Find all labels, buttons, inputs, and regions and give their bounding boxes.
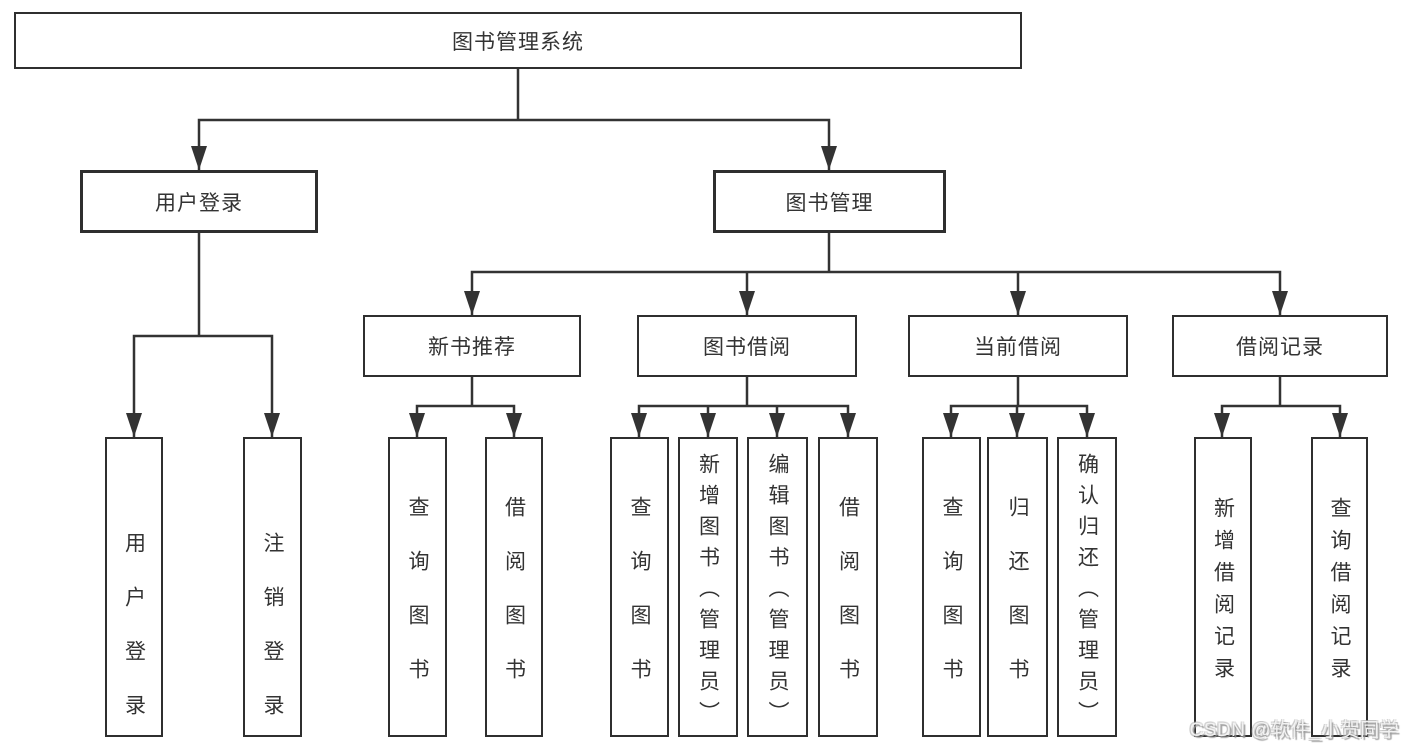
node-new-book-recommendation: 新书推荐 [363,315,581,377]
node-label: 图书管理系统 [452,30,584,54]
leaf-add-borrow-record: 新增借阅记录 [1194,437,1252,737]
node-label: 用户登录 [155,191,243,215]
leaf-add-books-admin: 新增图书（管理员） [678,437,738,737]
node-borrowing-records: 借阅记录 [1172,315,1388,377]
node-label: 借阅记录 [1236,336,1324,359]
node-current-borrowing: 当前借阅 [908,315,1128,377]
branch-borrowing-records [1214,377,1348,437]
leaf-edit-books-admin: 编辑图书（管理员） [747,437,808,737]
branch-current-borrowing [943,377,1095,437]
node-label: 图书管理 [785,191,874,215]
node-label: 当前借阅 [974,336,1062,359]
leaf-label: 查询图书 [940,495,963,712]
leaf-label: 借阅图书 [836,495,860,712]
branch-user-login [126,233,280,437]
leaf-user-login: 用户登录 [105,437,163,747]
leaf-query-borrow-record: 查询借阅记录 [1311,437,1368,737]
node-book-management: 图书管理 [713,170,946,233]
leaf-label: 借阅图书 [502,495,526,712]
leaf-query-books-borrowing: 查询图书 [610,437,669,737]
leaf-label: 用户登录 [122,531,146,747]
leaf-label: 注销登录 [261,531,284,747]
leaf-borrow-books: 借阅图书 [818,437,878,737]
node-book-borrowing: 图书借阅 [637,315,857,377]
leaf-query-books-recommend: 查询图书 [388,437,447,737]
node-user-login: 用户登录 [80,170,318,233]
leaf-borrow-books-recommend: 借阅图书 [485,437,543,737]
leaf-label: 查询图书 [628,495,651,712]
node-label: 新书推荐 [428,336,516,359]
leaf-label: 编辑图书（管理员） [766,452,789,732]
csdn-watermark: CSDN @软件_小贺同学 [1189,720,1399,741]
leaf-label: 确认归还（管理员） [1075,452,1099,732]
branch-book-management [464,233,1288,315]
leaf-confirm-return-admin: 确认归还（管理员） [1057,437,1117,737]
branch-new-book-recommendation [409,377,522,437]
leaf-label: 归还图书 [1006,495,1029,712]
leaf-label: 新增借阅记录 [1211,496,1235,689]
branch-root [191,69,837,170]
leaf-label: 查询借阅记录 [1328,496,1351,689]
node-library-system: 图书管理系统 [14,12,1022,69]
leaf-label: 新增图书（管理员） [696,452,720,732]
node-label: 图书借阅 [703,336,791,359]
leaf-query-books-current: 查询图书 [922,437,981,737]
leaf-label: 查询图书 [406,495,429,712]
leaf-return-books: 归还图书 [987,437,1048,737]
branch-book-borrowing [631,377,856,437]
leaf-logout: 注销登录 [243,437,302,747]
